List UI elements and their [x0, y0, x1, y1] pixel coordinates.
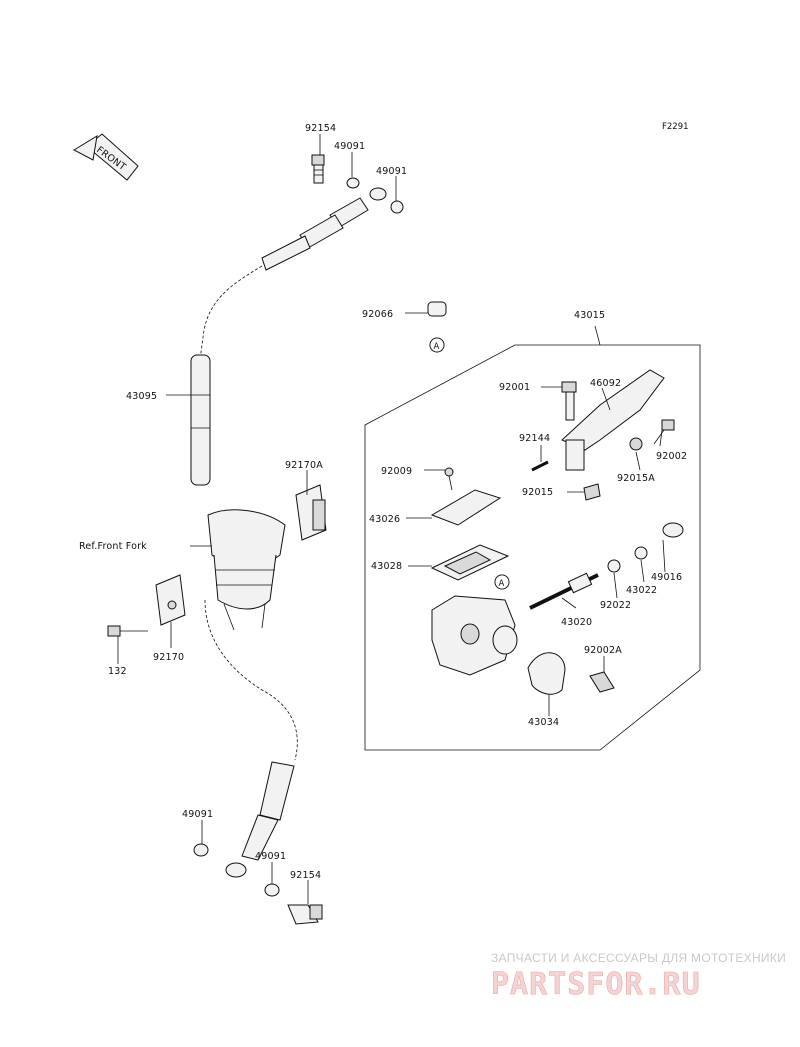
label-43028: 43028: [371, 561, 402, 572]
washer-top-1: [346, 177, 360, 189]
label-43022: 43022: [626, 585, 657, 596]
boot-49016: [662, 522, 684, 538]
reservoir-cover-43026: [430, 489, 502, 526]
label-92001: 92001: [499, 382, 530, 393]
label-92144: 92144: [519, 433, 550, 444]
label-92170A: 92170A: [285, 460, 323, 471]
label-92002A: 92002A: [584, 645, 622, 656]
hose-clamp-section: [190, 354, 211, 486]
spring-92144: [531, 460, 549, 472]
washer-bottom-1: [193, 843, 209, 857]
brake-hose-upper: [199, 265, 263, 361]
clamp-43034: [527, 652, 566, 695]
label-ref-front-fork: Ref.Front Fork: [79, 541, 147, 552]
label-49091-bottom-1: 49091: [182, 809, 213, 820]
bolt-92002A: [589, 671, 615, 693]
bolt-132: [107, 625, 148, 637]
assembly-outline: [364, 344, 701, 751]
diaphragm-43028: [430, 544, 510, 581]
label-43026: 43026: [369, 514, 400, 525]
figure-code: F2291: [662, 122, 689, 132]
label-92002: 92002: [656, 451, 687, 462]
banjo-bolt-bottom: [287, 904, 323, 925]
callout-a-1: A: [429, 337, 445, 353]
label-46092: 46092: [590, 378, 621, 389]
hose-bracket-92170: [155, 574, 186, 626]
svg-text:A: A: [434, 342, 440, 352]
hose-upper-end: [261, 187, 387, 271]
leader-lines: [117, 134, 666, 904]
callout-a-2: A: [494, 574, 510, 590]
washer-bottom-2: [264, 883, 280, 897]
label-92154-top: 92154: [305, 123, 336, 134]
label-92066: 92066: [362, 309, 393, 320]
washer-top-2: [390, 200, 404, 214]
label-92015A: 92015A: [617, 473, 655, 484]
nut-92015A: [629, 437, 643, 451]
label-132: 132: [108, 666, 127, 677]
label-43015: 43015: [574, 310, 605, 321]
clutch-lever-46092: [561, 369, 665, 471]
hose-lower-end: [225, 761, 295, 878]
hose-bracket-92170A: [295, 484, 327, 541]
piston-assembly-43020: [529, 572, 599, 610]
circlip-43022: [634, 546, 648, 560]
label-49091-bottom-2: 49091: [255, 851, 286, 862]
watermark-logo: PARTSFOR.RU: [491, 967, 701, 1002]
front-fork-ref: [207, 509, 286, 631]
label-92170: 92170: [153, 652, 184, 663]
label-92022: 92022: [600, 600, 631, 611]
label-92009: 92009: [381, 466, 412, 477]
nut-92015: [583, 483, 601, 501]
label-49091-top-1: 49091: [334, 141, 365, 152]
label-43020: 43020: [561, 617, 592, 628]
brake-hose-lower: [204, 599, 298, 761]
bolt-92002: [653, 419, 675, 445]
front-direction-arrow: FRONT: [72, 133, 139, 181]
screw-92009: [444, 467, 454, 491]
master-cylinder-body: [431, 595, 518, 676]
label-49016: 49016: [651, 572, 682, 583]
label-92154-bottom: 92154: [290, 870, 321, 881]
pivot-bolt-92001: [561, 381, 577, 421]
label-43034: 43034: [528, 717, 559, 728]
banjo-bolt-top: [311, 154, 325, 184]
label-49091-top-2: 49091: [376, 166, 407, 177]
watermark-tagline: ЗАПЧАСТИ И АКСЕССУАРЫ ДЛЯ МОТОТЕХНИКИ: [491, 951, 786, 965]
label-43095: 43095: [126, 391, 157, 402]
svg-text:A: A: [499, 579, 505, 589]
washer-92022: [607, 559, 621, 573]
label-92015: 92015: [522, 487, 553, 498]
